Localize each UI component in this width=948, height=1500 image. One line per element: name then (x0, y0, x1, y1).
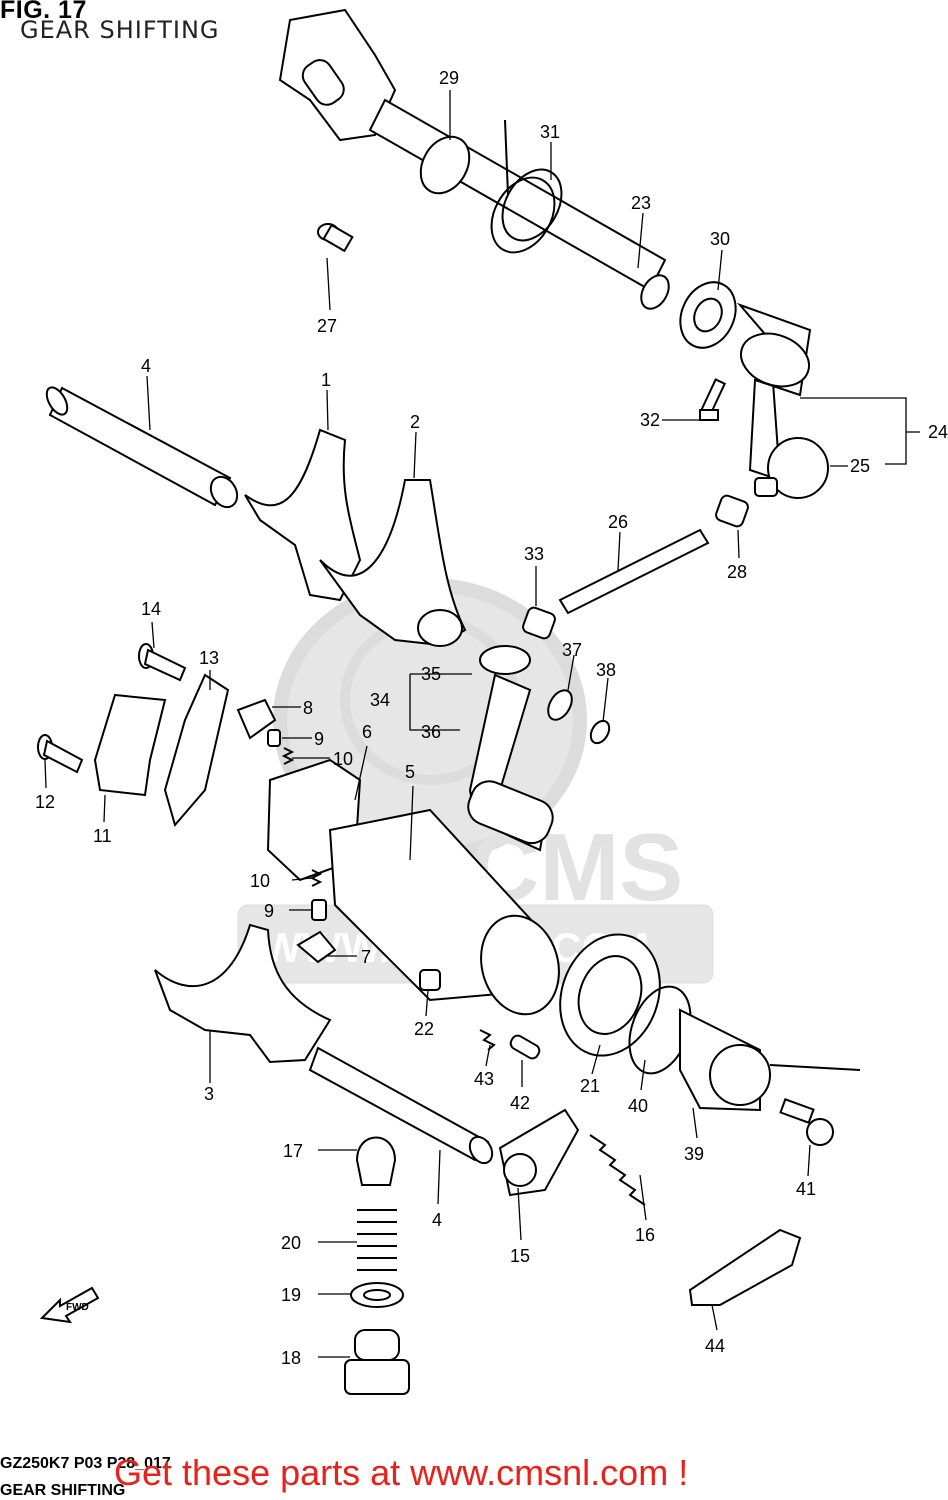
part-37-washer (547, 689, 573, 721)
callout-30: 30 (710, 229, 730, 249)
callout-16: 16 (635, 1225, 655, 1245)
callout-37: 37 (562, 640, 582, 660)
callout-25: 25 (850, 456, 870, 476)
part-43-spring (479, 1029, 496, 1051)
callout-43: 43 (474, 1069, 494, 1089)
part-9-pin-upper (267, 729, 281, 747)
part-fork-shaft-lower (308, 1046, 494, 1165)
part-18-plug (344, 1329, 410, 1395)
part-shift-fork-2 (319, 479, 467, 647)
callout-39: 39 (684, 1144, 704, 1164)
part-22-pin (419, 969, 441, 991)
callout-8: 8 (303, 698, 313, 718)
part-27-bolt (317, 223, 354, 253)
part-5-shift-drum (328, 808, 560, 1016)
callout-17: 17 (283, 1141, 303, 1161)
part-8-pawl (236, 698, 277, 740)
callout-44: 44 (705, 1336, 725, 1356)
part-32-bolt (699, 378, 727, 421)
part-21-plate (559, 933, 661, 1057)
part-9-pin-lower (311, 899, 327, 921)
callout-23: 23 (631, 193, 651, 213)
callout-7: 7 (361, 947, 371, 967)
callout-6: 6 (362, 722, 372, 742)
callout-40: 40 (628, 1096, 648, 1116)
part-13-plate (163, 673, 230, 828)
leader-lines (44, 90, 920, 1358)
callout-33: 33 (524, 544, 544, 564)
part-shift-fork-1 (244, 428, 362, 602)
part-fork-shaft-upper (45, 386, 239, 509)
callout-21: 21 (580, 1076, 600, 1096)
part-38-circlip (589, 719, 611, 745)
part-17-plunger (355, 1136, 397, 1186)
callout-11: 11 (93, 826, 112, 846)
fwd-label: FWD (66, 1302, 89, 1313)
part-41-bolt (779, 1098, 834, 1146)
part-44-clamp (688, 1228, 802, 1306)
callout-19: 19 (281, 1285, 301, 1305)
part-36-pawl-lever (467, 645, 554, 852)
part-42-pin (509, 1034, 541, 1060)
part-shift-lever (736, 302, 829, 499)
callout-26: 26 (608, 512, 628, 532)
callout-38: 38 (596, 660, 616, 680)
part-12-screw (37, 734, 84, 774)
figure-title: GEAR SHIFTING (20, 16, 220, 44)
callout-5: 5 (405, 762, 415, 782)
callout-41: 41 (796, 1179, 816, 1199)
part-39-switch (679, 1008, 861, 1112)
callout-36: 36 (421, 722, 441, 742)
callout-labels: 29 31 23 30 27 4 1 2 24 32 25 26 28 33 1… (35, 68, 948, 1368)
callout-35: 35 (421, 664, 441, 684)
part-28-nut (715, 494, 749, 528)
callout-24: 24 (928, 422, 948, 442)
parts-banner-link[interactable]: Get these parts at www.cmsnl.com ! (114, 1452, 689, 1493)
part-20-spring (357, 1209, 397, 1271)
callout-22: 22 (414, 1019, 434, 1039)
callout-2: 2 (410, 412, 420, 432)
part-15-stopper-arm (498, 1108, 580, 1197)
callout-12: 12 (35, 792, 55, 812)
callout-9-lower: 9 (264, 901, 274, 921)
diagram-footer-title: GEAR SHIFTING (0, 1482, 126, 1499)
part-oil-seal-bore (693, 297, 723, 333)
part-10-spring-upper (281, 747, 295, 765)
callout-4-lower: 4 (432, 1210, 442, 1230)
part-shift-fork-3 (154, 923, 332, 1064)
callout-13: 13 (199, 648, 219, 668)
callout-9-upper: 9 (314, 729, 324, 749)
callout-14: 14 (141, 599, 161, 619)
part-19-washer (350, 1282, 404, 1308)
callout-32: 32 (640, 410, 660, 430)
part-16-spring (589, 1134, 646, 1206)
part-26-pin (558, 528, 710, 615)
callout-18: 18 (281, 1348, 301, 1368)
part-11-plate (93, 693, 167, 797)
part-7-clip (296, 930, 337, 964)
callout-31: 31 (540, 122, 560, 142)
callout-10-upper: 10 (333, 749, 353, 769)
part-14-screw (138, 643, 187, 682)
callout-15: 15 (510, 1246, 530, 1266)
diagram-code: GZ250K7 P03 P28_017 (0, 1455, 171, 1472)
callout-27: 27 (317, 316, 337, 336)
fwd-arrow-icon: FWD (39, 1286, 100, 1324)
callout-1: 1 (321, 370, 331, 390)
callout-28: 28 (727, 562, 747, 582)
figure-number: FIG. 17 (0, 0, 87, 24)
callout-42: 42 (510, 1093, 530, 1113)
callout-29: 29 (439, 68, 459, 88)
callout-10-lower: 10 (250, 871, 270, 891)
callout-20: 20 (281, 1233, 301, 1253)
callout-3: 3 (204, 1084, 214, 1104)
callout-4-upper: 4 (141, 356, 151, 376)
callout-34: 34 (370, 690, 390, 710)
part-shift-shaft (278, 8, 670, 310)
part-33-nut (522, 606, 556, 640)
